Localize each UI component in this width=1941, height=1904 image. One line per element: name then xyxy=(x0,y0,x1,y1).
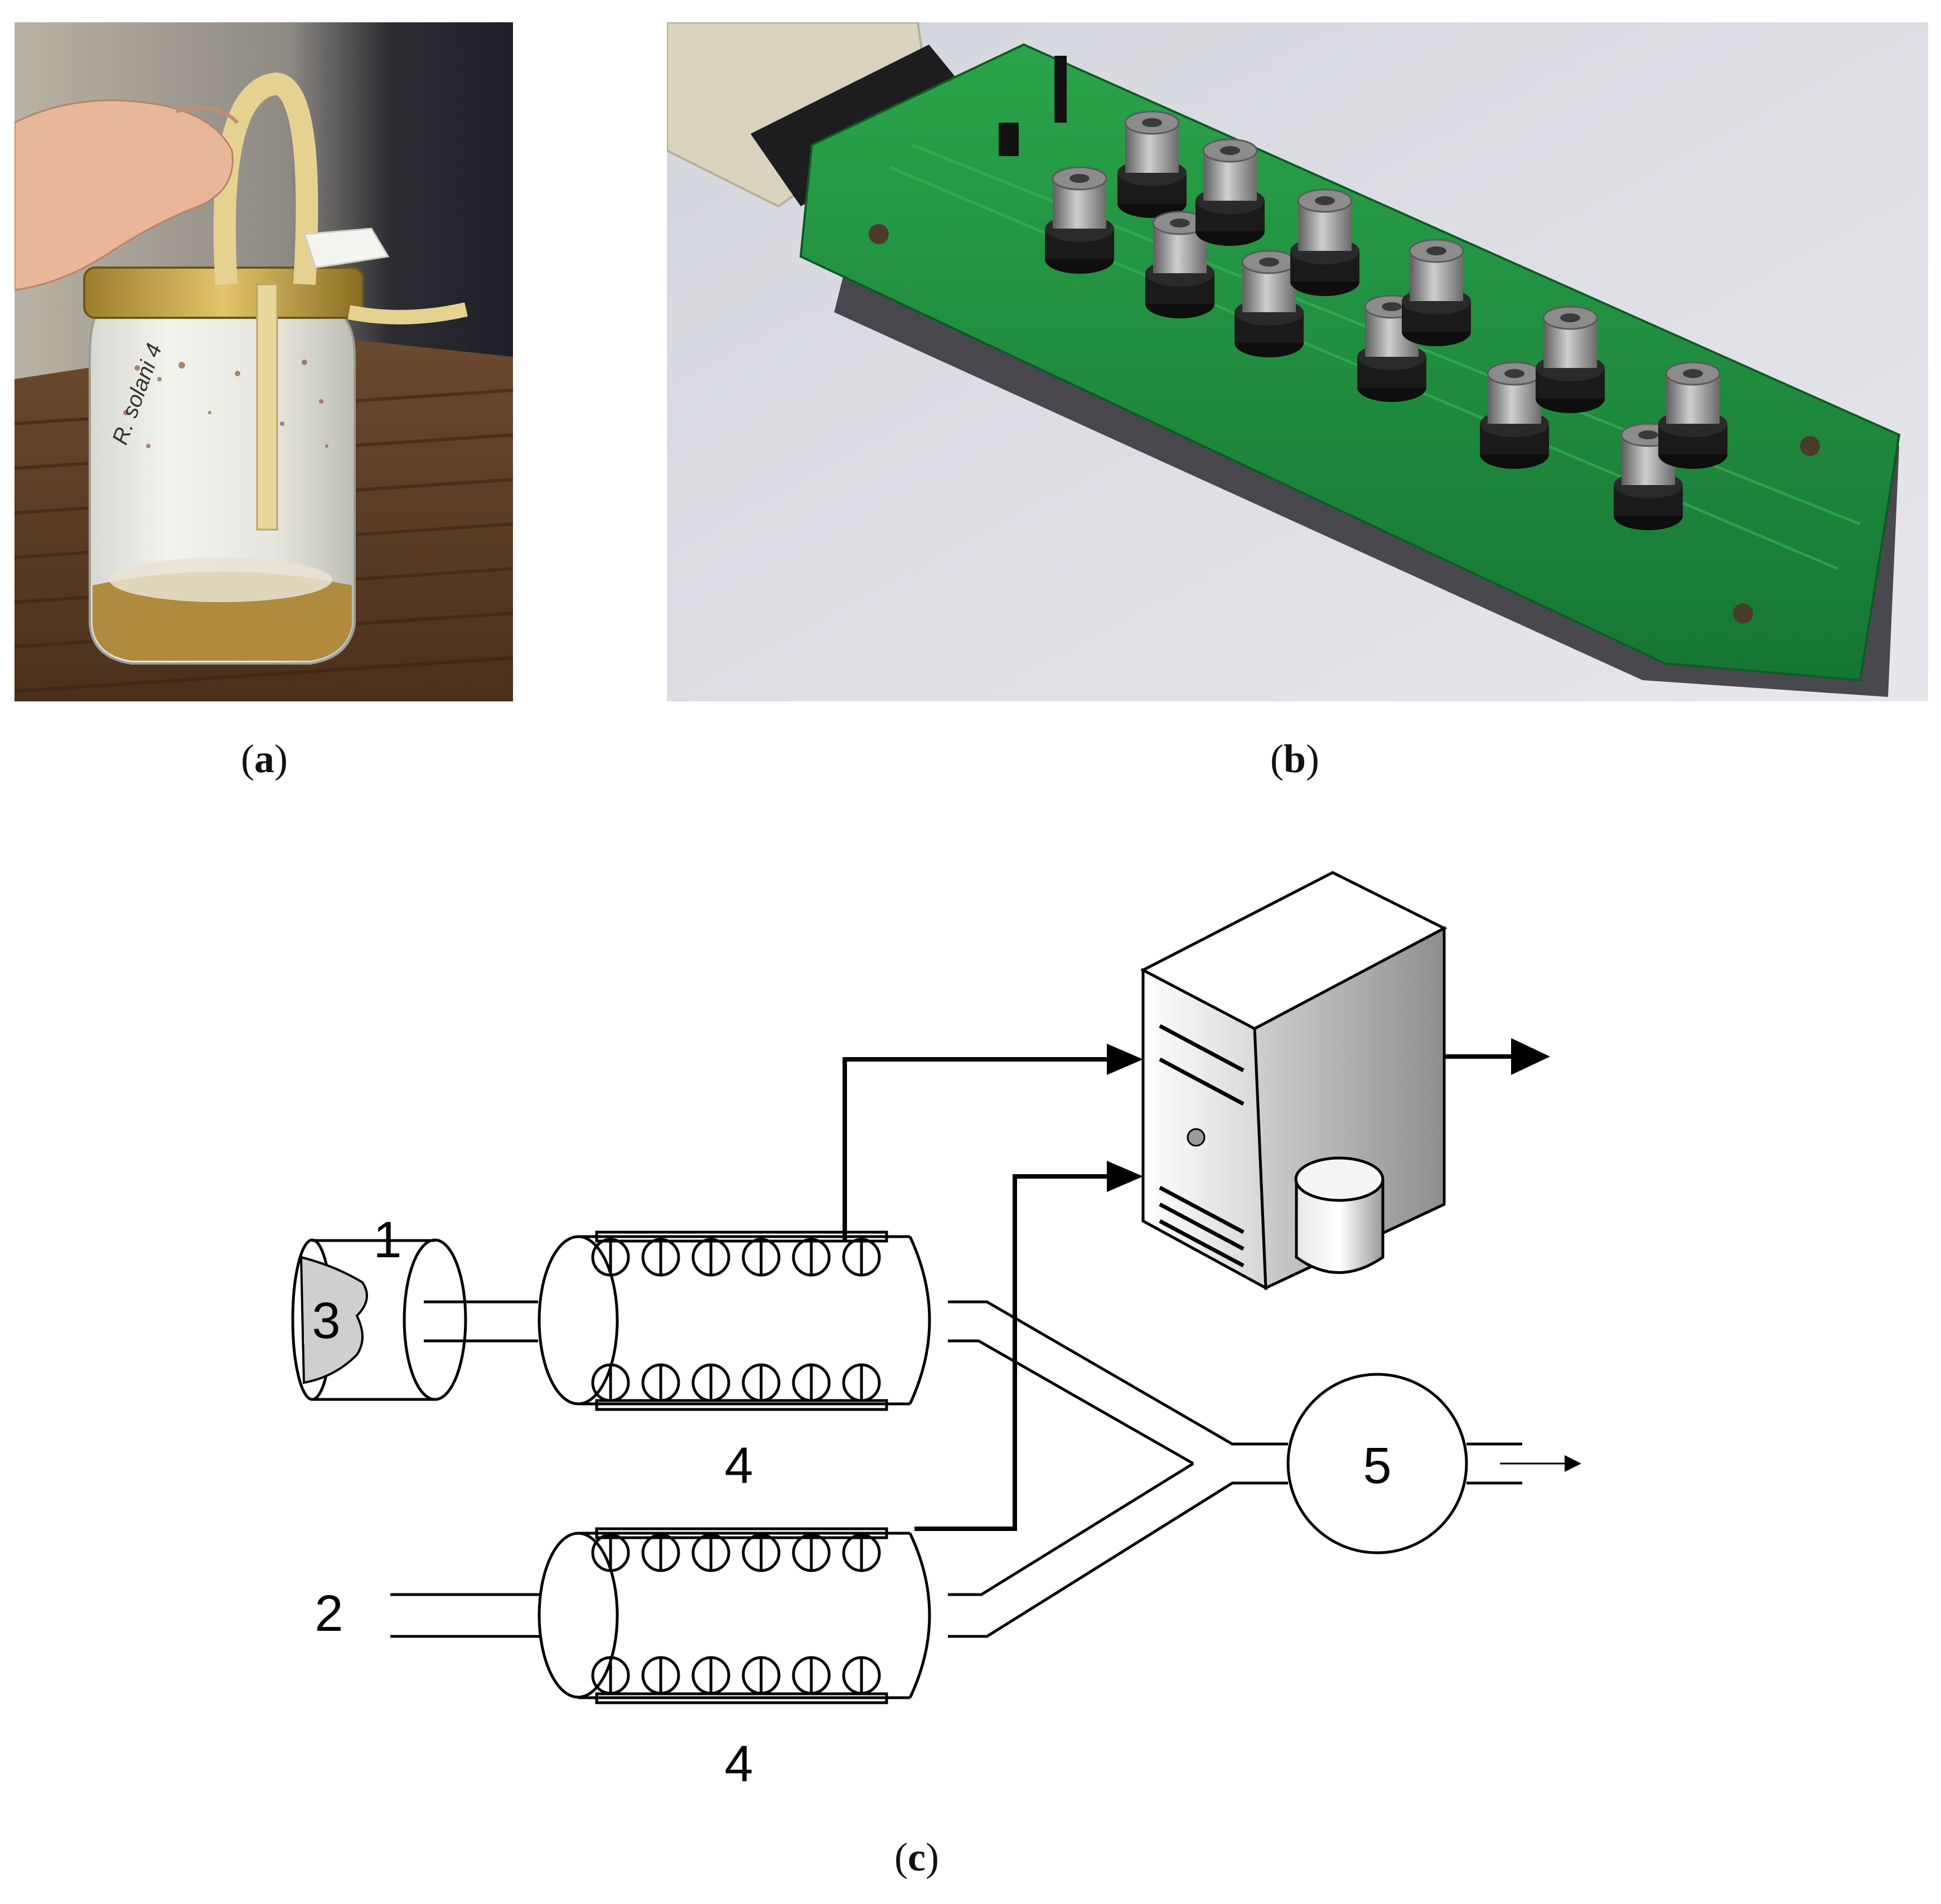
label-sensor-array-bottom: 4 xyxy=(724,1736,753,1792)
arrow-icon xyxy=(1511,1038,1550,1075)
label-pump: 5 xyxy=(1363,1437,1391,1494)
signal-line-bottom xyxy=(914,1174,1121,1531)
pump xyxy=(1286,1373,1468,1554)
photo-sensor-array-board xyxy=(666,21,1928,701)
pcb-photo-illustration xyxy=(666,21,1928,701)
schematic-diagram: 1 3 2 4 4 5 xyxy=(0,825,1941,1904)
sensor-array-bottom xyxy=(538,1527,931,1704)
computer-server-icon xyxy=(1140,871,1448,1291)
sensor-array-top xyxy=(538,1230,931,1411)
schematic-svg: 1 3 2 4 4 5 xyxy=(291,871,1581,1792)
label-source-chamber: 1 xyxy=(373,1212,401,1268)
signal-line-top xyxy=(843,1057,1121,1241)
jar-photo-illustration: R. solani 4 xyxy=(13,22,514,701)
label-sensor-array-top: 4 xyxy=(724,1437,753,1494)
caption-c: (c) xyxy=(894,1835,939,1879)
database-cylinder-icon xyxy=(1294,1156,1385,1274)
label-sample: 3 xyxy=(312,1292,340,1349)
caption-a: (a) xyxy=(241,737,288,781)
label-reference-inlet: 2 xyxy=(314,1585,343,1642)
caption-b: (b) xyxy=(1270,737,1320,781)
photo-jar-culture: R. solani 4 xyxy=(13,22,514,701)
